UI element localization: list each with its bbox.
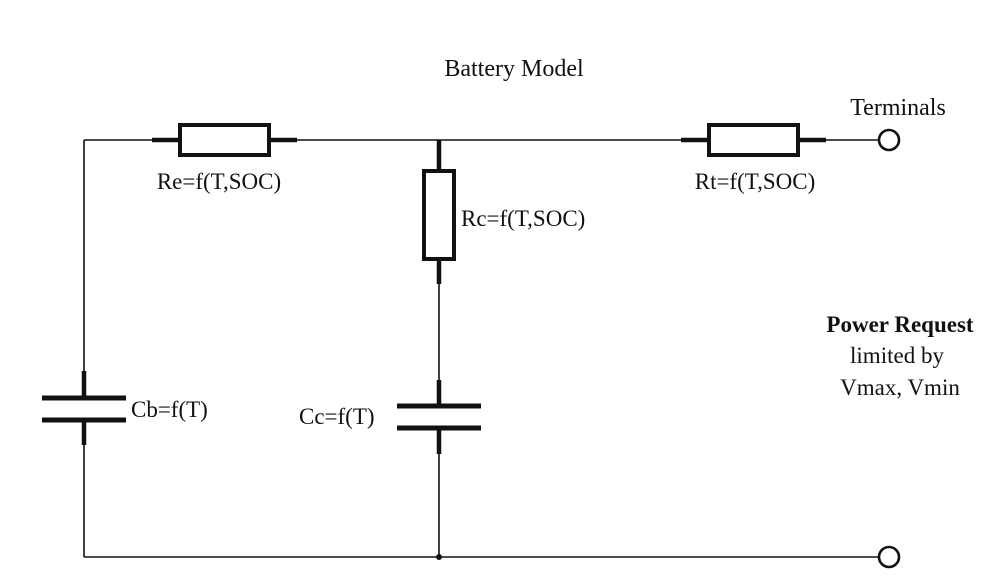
diagram-title: Battery Model <box>444 56 584 82</box>
resistor-rc <box>422 169 456 261</box>
capacitor-cc <box>397 403 481 431</box>
resistor-rc-label: Rc=f(T,SOC) <box>461 206 585 231</box>
bottom-terminal <box>877 545 901 569</box>
resistor-re-label: Re=f(T,SOC) <box>157 169 281 194</box>
power-request-line2: Vmax, Vmin <box>840 375 960 400</box>
power-request-heading: Power Request <box>826 312 973 337</box>
capacitor-cc-label: Cc=f(T) <box>299 404 375 429</box>
capacitor-cb-label: Cb=f(T) <box>131 397 208 422</box>
junction-node <box>436 554 442 560</box>
resistor-re <box>178 123 271 157</box>
top-terminal <box>877 128 901 152</box>
capacitor-cb <box>42 395 126 423</box>
power-request-line1: limited by <box>850 343 944 368</box>
resistor-rt <box>707 123 800 157</box>
resistor-rt-label: Rt=f(T,SOC) <box>695 169 816 194</box>
terminals-label: Terminals <box>850 95 946 121</box>
